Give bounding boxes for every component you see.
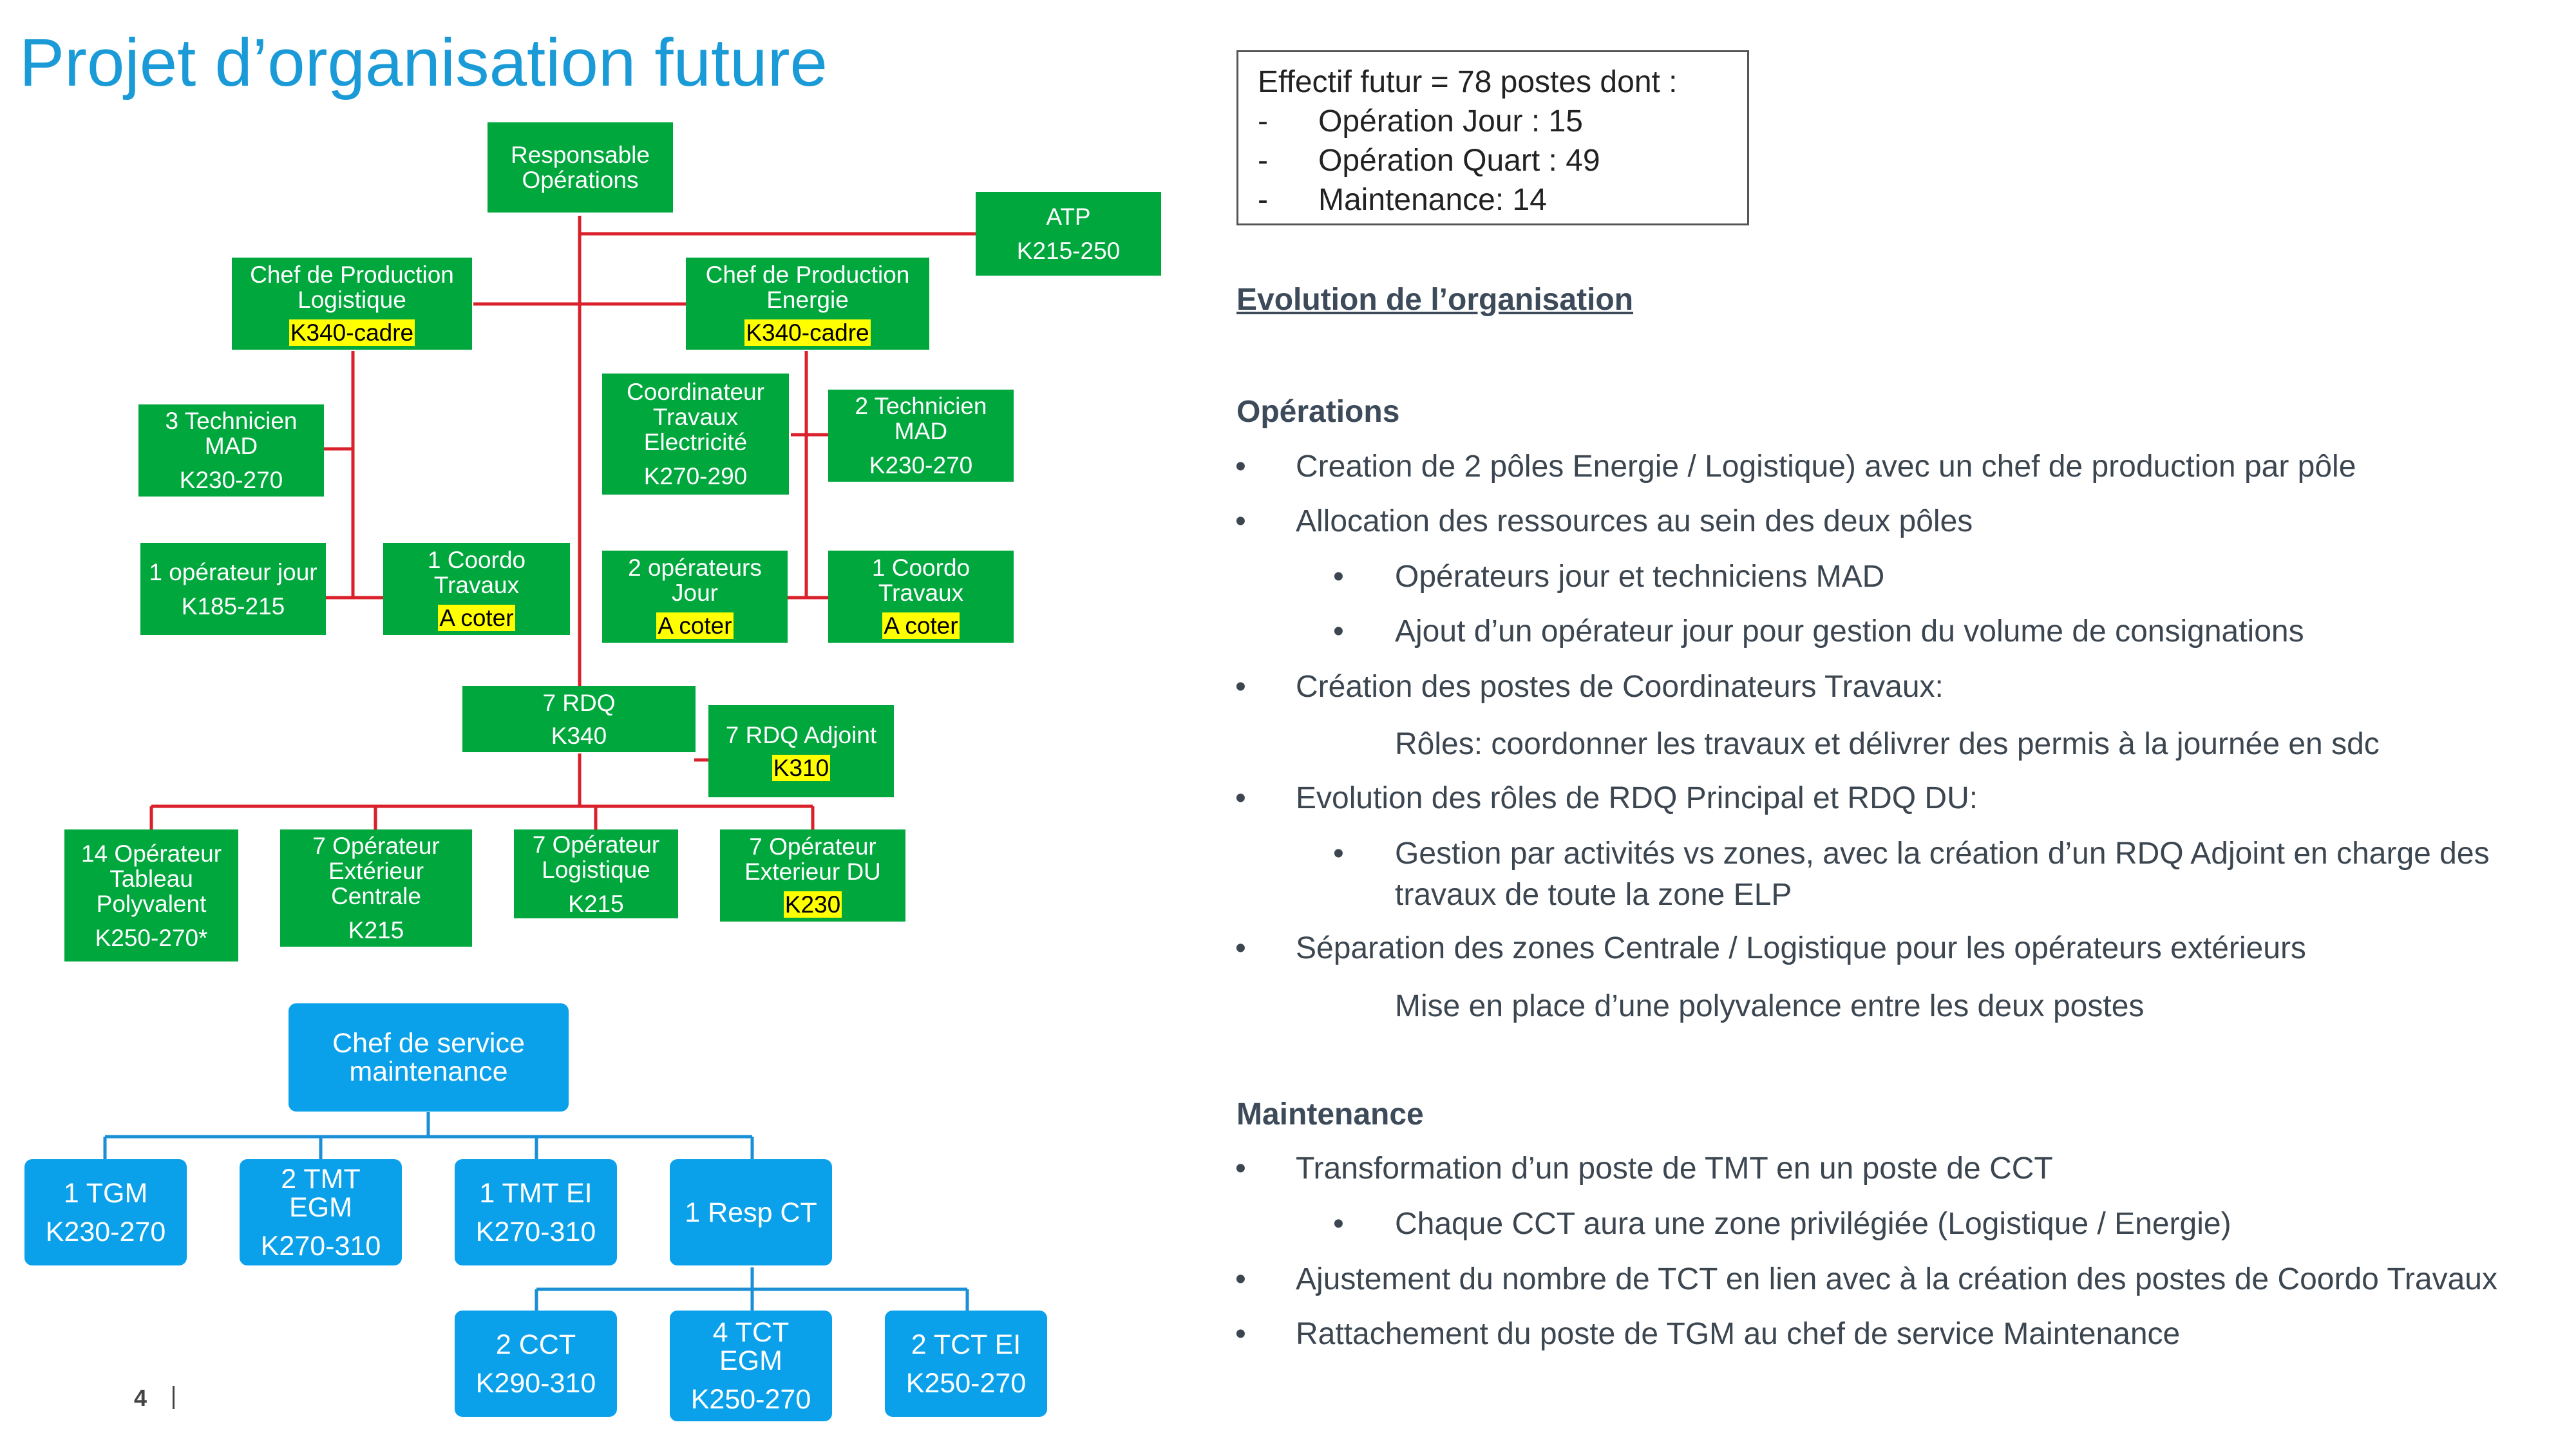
- box-technicien-mad-energie: 2 Technicien MAD K230-270: [828, 390, 1014, 482]
- operations-subbullet-4a: •Gestion par activités vs zones, avec la…: [1333, 837, 2490, 871]
- box-tmt-ei: 1 TMT EI K270-310: [455, 1159, 617, 1265]
- box-tmt-egm: 2 TMT EGM K270-310: [240, 1159, 402, 1265]
- box-cct: 2 CCT K290-310: [455, 1311, 617, 1417]
- grade-highlight: K310: [772, 754, 831, 781]
- operations-bullet-1: •Creation de 2 pôles Energie / Logistiqu…: [1235, 450, 2356, 484]
- maintenance-bullet-1: •Transformation d’un poste de TMT en un …: [1235, 1151, 2053, 1186]
- operations-heading: Opérations: [1236, 395, 1400, 429]
- effectif-item: -Maintenance: 14: [1258, 183, 1547, 217]
- box-chef-service-maintenance: Chef de service maintenance: [289, 1003, 569, 1112]
- box-resp-ct: 1 Resp CT: [670, 1159, 832, 1265]
- box-chef-production-energie: Chef de Production Energie K340-cadre: [686, 258, 929, 350]
- box-rdq-adjoint: 7 RDQ Adjoint K310: [708, 705, 894, 797]
- operations-bullet-5: •Séparation des zones Centrale / Logisti…: [1235, 931, 2306, 965]
- operations-bullet-4: •Evolution des rôles de RDQ Principal et…: [1235, 781, 1978, 815]
- box-tct-ei: 2 TCT EI K250-270: [885, 1311, 1047, 1417]
- box-operateur-exterieur-du: 7 Opérateur Exterieur DU K230: [720, 829, 905, 922]
- effectif-item: -Opération Jour : 15: [1258, 104, 1583, 138]
- maintenance-bullet-3: •Rattachement du poste de TGM au chef de…: [1235, 1317, 2181, 1351]
- box-operateur-logistique: 7 Opérateur Logistique K215: [514, 829, 678, 918]
- box-operateurs-jour-energie: 2 opérateurs Jour A coter: [602, 551, 788, 643]
- operations-subbullet-2a: •Opérateurs jour et techniciens MAD: [1333, 560, 1885, 594]
- page-title: Projet d’organisation future: [19, 25, 828, 100]
- page-number-divider: [173, 1386, 175, 1409]
- grade-highlight: A coter: [656, 612, 734, 639]
- box-operateur-exterieur-centrale: 7 Opérateur Extérieur Centrale K215: [280, 829, 472, 947]
- box-technicien-mad-logistique: 3 Technicien MAD K230-270: [138, 404, 324, 497]
- operations-bullet-3: •Création des postes de Coordinateurs Tr…: [1235, 670, 1944, 704]
- grade-highlight: K340-cadre: [744, 319, 871, 346]
- box-chef-production-logistique: Chef de Production Logistique K340-cadre: [232, 258, 472, 350]
- operations-bullet-2: •Allocation des ressources au sein des d…: [1235, 504, 1973, 538]
- box-operateur-tableau-polyvalent: 14 Opérateur Tableau Polyvalent K250-270…: [64, 829, 238, 961]
- effectif-summary-box: Effectif futur = 78 postes dont : -Opéra…: [1236, 50, 1749, 225]
- maintenance-subbullet-1a: •Chaque CCT aura une zone privilégiée (L…: [1333, 1207, 2231, 1241]
- operations-detail-5a: Mise en place d’une polyvalence entre le…: [1395, 989, 2145, 1023]
- grade-highlight: K340-cadre: [289, 319, 415, 346]
- box-operateur-jour-logistique: 1 opérateur jour K185-215: [140, 543, 326, 635]
- grade-highlight: K230: [783, 891, 842, 918]
- box-coordo-travaux-energie: 1 Coordo Travaux A coter: [828, 551, 1014, 643]
- box-coordo-travaux-logistique: 1 Coordo Travaux A coter: [383, 543, 570, 635]
- operations-subbullet-4a-continuation: travaux de toute la zone ELP: [1395, 878, 1792, 912]
- grade-highlight: A coter: [438, 605, 515, 631]
- operations-detail-3a: Rôles: coordonner les travaux et délivre…: [1395, 727, 2380, 761]
- box-responsable-operations: Responsable Opérations: [488, 122, 673, 213]
- evolution-title: Evolution de l’organisation: [1236, 283, 1634, 317]
- effectif-headline: Effectif futur = 78 postes dont :: [1258, 65, 1678, 99]
- grade-highlight: A coter: [882, 612, 960, 639]
- maintenance-bullet-2: •Ajustement du nombre de TCT en lien ave…: [1235, 1262, 2497, 1296]
- page-number: 4: [134, 1385, 147, 1411]
- box-rdq: 7 RDQ K340: [462, 686, 696, 752]
- maintenance-heading: Maintenance: [1236, 1097, 1424, 1132]
- box-atp: ATP K215-250: [976, 192, 1161, 276]
- box-tct-egm: 4 TCT EGM K250-270: [670, 1311, 832, 1421]
- effectif-item: -Opération Quart : 49: [1258, 144, 1600, 178]
- operations-subbullet-2b: •Ajout d’un opérateur jour pour gestion …: [1333, 614, 2304, 649]
- box-coordinateur-travaux-electricite: Coordinateur Travaux Electricité K270-29…: [602, 374, 789, 495]
- box-tgm: 1 TGM K230-270: [24, 1159, 187, 1265]
